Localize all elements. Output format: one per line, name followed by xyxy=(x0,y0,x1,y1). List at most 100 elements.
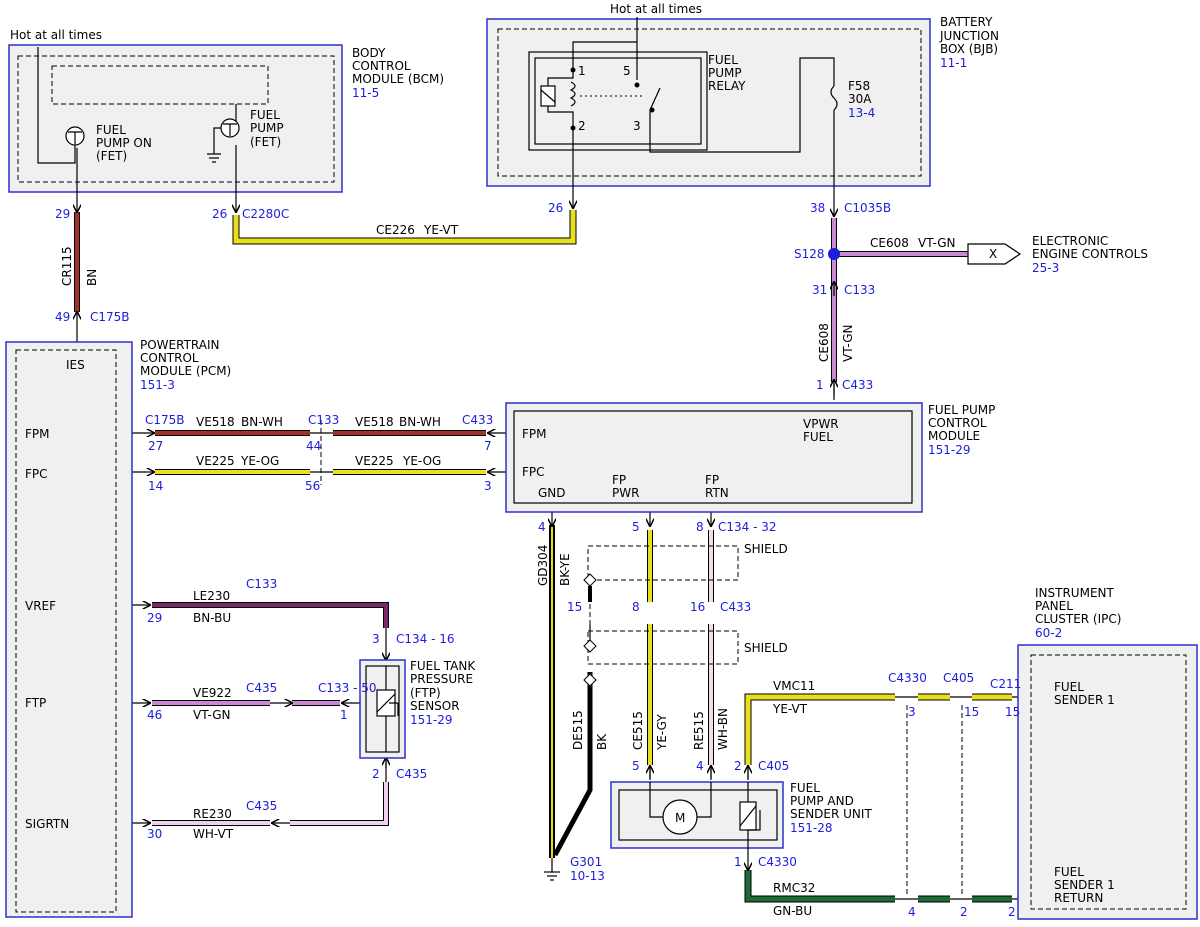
bcm-ref-link[interactable]: 11-5 xyxy=(352,86,379,100)
wire-ve225-color-b: YE-OG xyxy=(402,454,441,468)
ipc-pin-sender-1-return: SENDER 1 xyxy=(1054,878,1115,892)
pin-3-fpc: 3 xyxy=(484,479,492,493)
ipc-pin-return: RETURN xyxy=(1054,891,1103,905)
eec-ref-link[interactable]: 25-3 xyxy=(1032,261,1059,275)
pin-31: 31 xyxy=(812,283,827,297)
pin-1-c4330: 1 xyxy=(734,855,742,869)
wire-ve225-circuit-b: VE225 xyxy=(355,454,394,468)
ipc-module xyxy=(1017,644,1198,920)
wire-vmc11-circuit: VMC11 xyxy=(773,679,815,693)
wire-ce608-h-color: VT-GN xyxy=(918,236,955,250)
wire-vmc11 xyxy=(744,693,1012,765)
ground-ref-link[interactable]: 10-13 xyxy=(570,869,605,883)
conn-c1035b: C1035B xyxy=(844,201,891,215)
pin-3-c435: 3 xyxy=(372,632,380,646)
fet-label-3: (FET) xyxy=(250,135,281,149)
wire-gd304-color: BK-YE xyxy=(558,553,572,586)
fpcm-pin-fp-rtn: FP xyxy=(705,473,719,487)
fuse-name: F58 xyxy=(848,79,870,93)
wire-ce608-v-color: VT-GN xyxy=(841,325,855,362)
pin-38: 38 xyxy=(810,201,825,215)
fpcm-title-2: CONTROL xyxy=(928,416,987,430)
wire-ve518-color-a: BN-WH xyxy=(241,415,283,429)
fet-on-label-1: FUEL xyxy=(96,123,126,137)
pin-49: 49 xyxy=(55,310,70,324)
ipc-title-1: INSTRUMENT xyxy=(1035,586,1114,600)
relay-pin-2: 2 xyxy=(578,119,586,133)
ftp-sensor xyxy=(359,659,406,759)
pcm-title-3: MODULE (PCM) xyxy=(140,364,231,378)
ipc-pin-fuel-return: FUEL xyxy=(1054,865,1084,879)
relay-pin-1: 1 xyxy=(578,64,586,78)
fpcm-pin-fp: FP xyxy=(612,473,626,487)
pin-7: 7 xyxy=(484,439,492,453)
conn-c433-bottom: C134 - 32 xyxy=(718,520,777,534)
pin-4-gnd: 4 xyxy=(538,520,546,534)
shield-label-2: SHIELD xyxy=(744,641,788,655)
conn-c175b-row: C175B xyxy=(145,413,185,427)
wire-ce515-circuit: CE515 xyxy=(631,711,645,750)
conn-c133-top: C133 xyxy=(844,283,875,297)
wire-ce608-h-circuit: CE608 xyxy=(870,236,909,250)
pcm-pin-ies: IES xyxy=(66,358,85,372)
pcm-ref-link[interactable]: 151-3 xyxy=(140,378,175,392)
pcm-title-1: POWERTRAIN xyxy=(140,338,220,352)
fet-label-1: FUEL xyxy=(250,108,280,122)
wire-rmc32-circuit: RMC32 xyxy=(773,881,815,895)
fpsu-ref-link[interactable]: 151-28 xyxy=(790,821,833,835)
fuse-ref-link[interactable]: 13-4 xyxy=(848,106,875,120)
pin-2-c435: 2 xyxy=(372,767,380,781)
conn-c4330-bottom: C4330 xyxy=(758,855,797,869)
wire-ve518-circuit-a: VE518 xyxy=(196,415,235,429)
fet-on-label-3: (FET) xyxy=(96,149,127,163)
ipc-ref-link[interactable]: 60-2 xyxy=(1035,626,1062,640)
pin-15-c211: 15 xyxy=(964,705,979,719)
wire-ve518-circuit-b: VE518 xyxy=(355,415,394,429)
wire-rmc32 xyxy=(744,870,1012,903)
ftp-title-4: SENSOR xyxy=(410,699,460,713)
wire-ve922-circuit: VE922 xyxy=(193,686,232,700)
conn-c4330-top: C405 xyxy=(758,759,789,773)
pin-1-c433: 1 xyxy=(816,378,824,392)
pcm-pin-fpc: FPC xyxy=(25,467,48,481)
conn-c220: C211 xyxy=(990,677,1021,691)
wire-ve225-circuit-a: VE225 xyxy=(196,454,235,468)
bjb-title-1: BATTERY xyxy=(940,15,993,29)
ipc-pin-sender-1: SENDER 1 xyxy=(1054,693,1115,707)
conn-c435-c: C435 xyxy=(396,767,427,781)
wire-ce226 xyxy=(232,210,577,245)
fpcm-pin-fpm: FPM xyxy=(522,427,547,441)
wire-ce226-color: YE-VT xyxy=(423,223,459,237)
ipc-pin-fuel: FUEL xyxy=(1054,680,1084,694)
shield-symbols xyxy=(583,573,597,687)
bcm-title-3: MODULE (BCM) xyxy=(352,72,444,86)
pin-2-c211: 2 xyxy=(960,905,968,919)
hot-label-bjb: Hot at all times xyxy=(610,2,702,16)
wire-re515-color: WH-BN xyxy=(716,708,730,750)
fpsu-title-3: SENDER UNIT xyxy=(790,807,872,821)
fpcm-pin-pwr: PWR xyxy=(612,486,639,500)
bjb-ref-link[interactable]: 11-1 xyxy=(940,56,967,70)
pin-30: 30 xyxy=(147,827,162,841)
ftp-ref-link[interactable]: 151-29 xyxy=(410,713,453,727)
relay-pin-5: 5 xyxy=(623,64,631,78)
pin-5-pwr: 5 xyxy=(632,520,640,534)
pin-14: 14 xyxy=(148,479,163,493)
wire-ve225-color-a: YE-OG xyxy=(240,454,279,468)
pcm-pin-vref: VREF xyxy=(25,599,56,613)
pin-4-c4330: 4 xyxy=(696,759,704,773)
bcm-title-1: BODY xyxy=(352,46,386,60)
pin-15-c405: 15 xyxy=(567,600,582,614)
fpcm-pin-gnd: GND xyxy=(538,486,566,500)
ftp-title-2: PRESSURE xyxy=(410,672,473,686)
conn-c133-row: C133 xyxy=(308,413,339,427)
fpcm-ref-link[interactable]: 151-29 xyxy=(928,443,971,457)
conn-c405-mid: C433 xyxy=(720,600,751,614)
ftp-title-1: FUEL TANK xyxy=(410,659,476,673)
pin-26-bcm: 26 xyxy=(212,207,227,221)
ftp-title-3: (FTP) xyxy=(410,686,441,700)
conn-c134-16: C133 xyxy=(246,577,277,591)
wire-ce515-color: YE-GY xyxy=(655,714,669,751)
fet-label-2: PUMP xyxy=(250,121,284,135)
